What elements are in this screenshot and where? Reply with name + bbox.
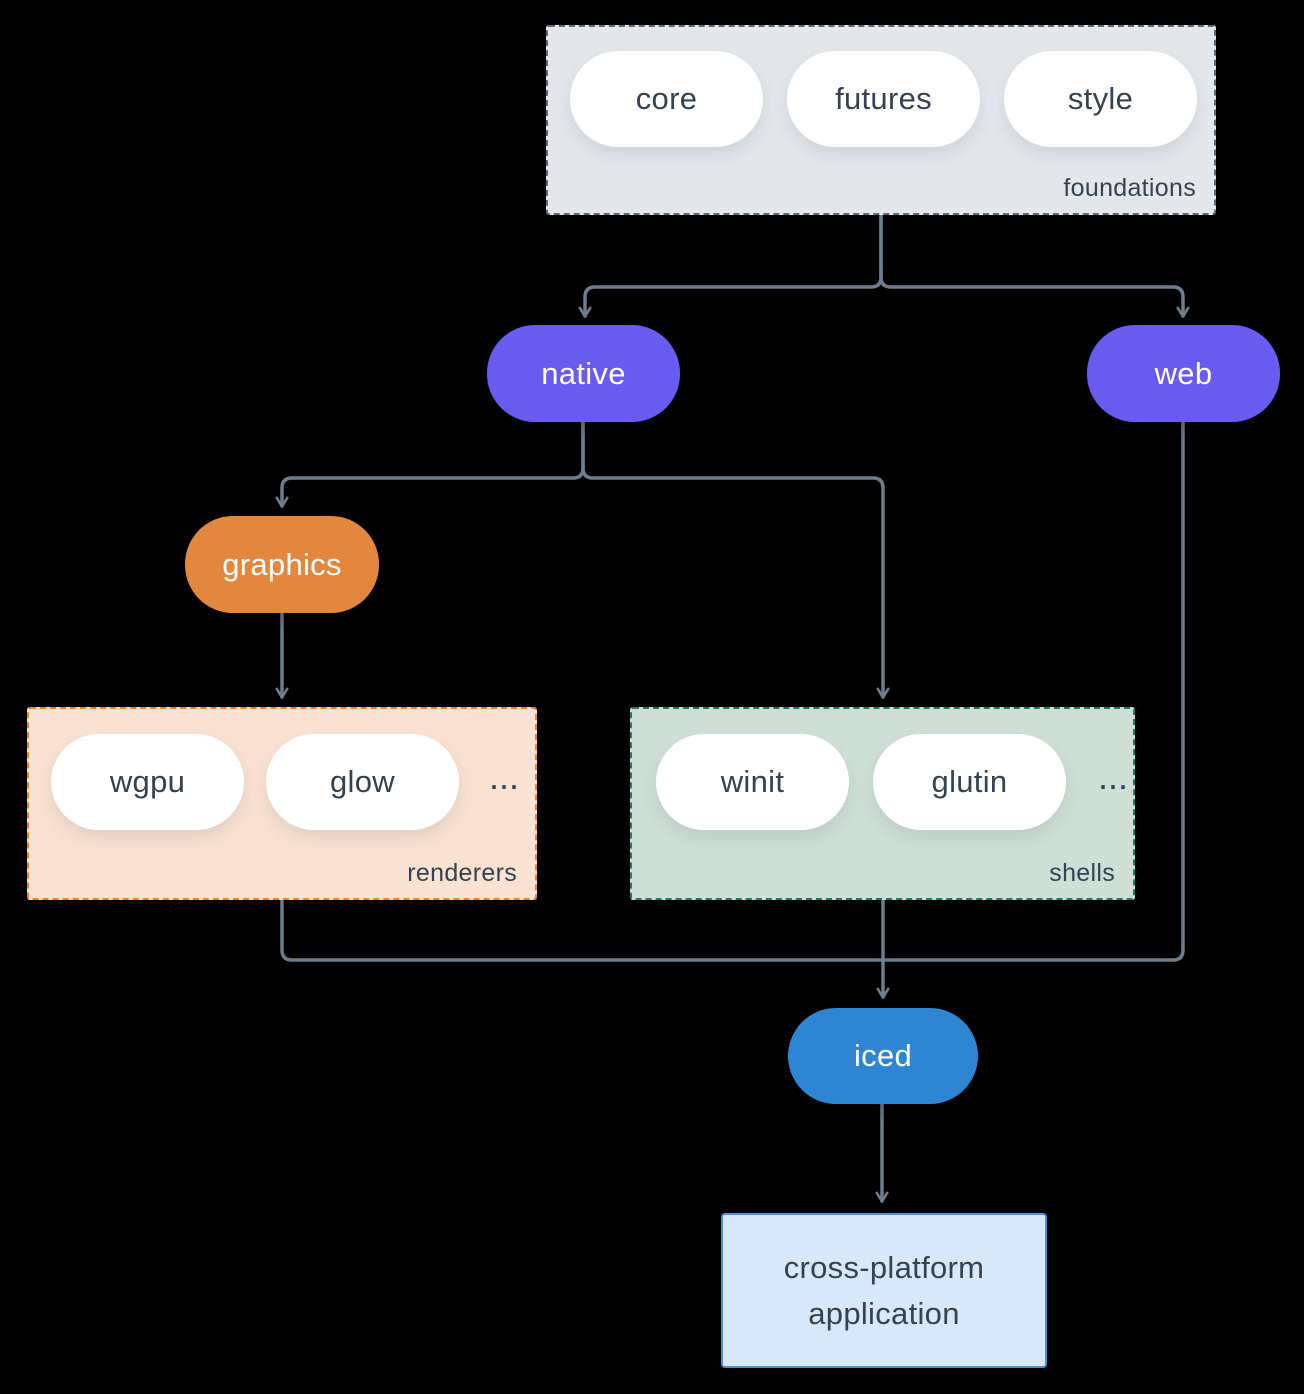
application-label-line-1: cross-platform: [783, 1249, 985, 1285]
line-renderers-to-merge: [280, 898, 883, 962]
node-style: style: [1004, 51, 1197, 147]
renderers-ellipsis: ...: [489, 756, 520, 797]
shells-label: shells: [1049, 859, 1115, 887]
group-shells: winit glutin ... shells: [630, 707, 1135, 900]
arrow-native-to-graphics: [275, 420, 585, 508]
node-web: web: [1087, 325, 1280, 422]
arrow-native-to-shells: [581, 420, 890, 699]
arrow-foundations-to-web: [879, 213, 1190, 318]
renderers-pill-row: wgpu glow ...: [29, 709, 535, 830]
node-glow: glow: [266, 734, 459, 830]
arrow-foundations-to-native: [578, 213, 883, 318]
shells-pill-row: winit glutin ...: [632, 709, 1133, 830]
foundations-pill-row: core futures style: [548, 27, 1214, 147]
group-foundations: core futures style foundations: [546, 25, 1216, 215]
node-wgpu: wgpu: [51, 734, 244, 830]
shells-ellipsis: ...: [1098, 756, 1129, 797]
node-core: core: [570, 51, 763, 147]
application-label-line-2: application: [808, 1295, 960, 1331]
line-web-to-merge: [883, 420, 1185, 962]
node-iced: iced: [788, 1008, 978, 1104]
node-graphics: graphics: [185, 516, 379, 613]
group-renderers: wgpu glow ... renderers: [27, 707, 537, 900]
node-glutin: glutin: [873, 734, 1066, 830]
renderers-label: renderers: [407, 859, 517, 887]
node-native: native: [487, 325, 680, 422]
node-cross-platform-application: cross-platform application: [721, 1213, 1047, 1368]
foundations-label: foundations: [1063, 174, 1196, 202]
node-winit: winit: [656, 734, 849, 830]
node-futures: futures: [787, 51, 980, 147]
